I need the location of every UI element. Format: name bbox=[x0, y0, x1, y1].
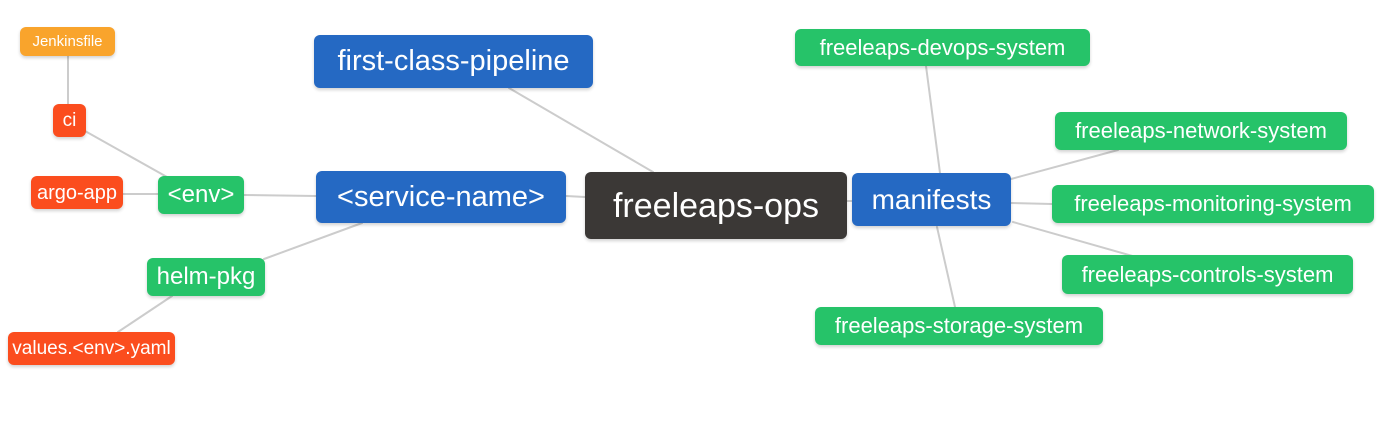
node-values-env-yaml[interactable]: values.<env>.yaml bbox=[8, 332, 175, 365]
node-manifests[interactable]: manifests bbox=[852, 173, 1011, 226]
node-freeleaps-storage-system[interactable]: freeleaps-storage-system bbox=[815, 307, 1103, 345]
node-freeleaps-devops-system[interactable]: freeleaps-devops-system bbox=[795, 29, 1090, 66]
node-helm-pkg[interactable]: helm-pkg bbox=[147, 258, 265, 296]
node-freeleaps-ops[interactable]: freeleaps-ops bbox=[585, 172, 847, 239]
node-freeleaps-controls-system[interactable]: freeleaps-controls-system bbox=[1062, 255, 1353, 294]
node-argo-app[interactable]: argo-app bbox=[31, 176, 123, 209]
node-freeleaps-monitoring-system[interactable]: freeleaps-monitoring-system bbox=[1052, 185, 1374, 223]
node-env[interactable]: <env> bbox=[158, 176, 244, 214]
node-first-class-pipeline[interactable]: first-class-pipeline bbox=[314, 35, 593, 88]
node-service-name[interactable]: <service-name> bbox=[316, 171, 566, 223]
node-freeleaps-network-system[interactable]: freeleaps-network-system bbox=[1055, 112, 1347, 150]
node-jenkinsfile[interactable]: Jenkinsfile bbox=[20, 27, 115, 56]
node-ci[interactable]: ci bbox=[53, 104, 86, 137]
